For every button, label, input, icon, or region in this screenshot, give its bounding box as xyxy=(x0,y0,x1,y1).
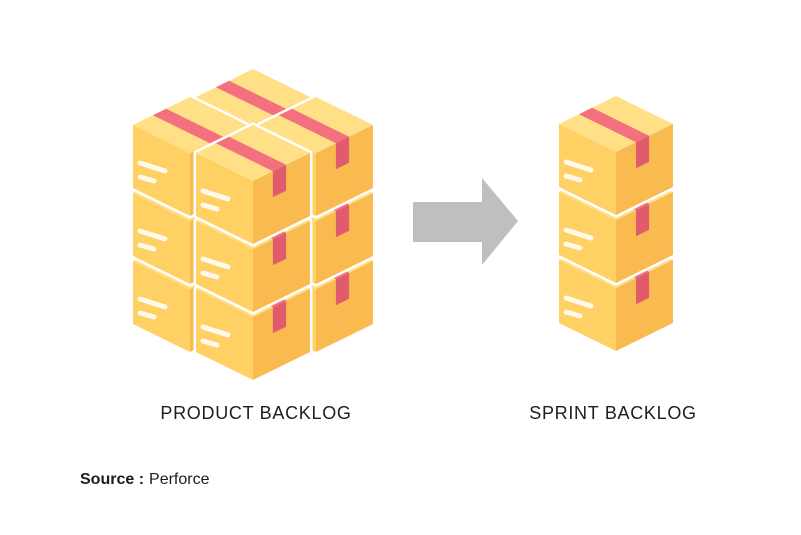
box-right-face xyxy=(253,221,310,312)
box-tape-top xyxy=(278,108,350,144)
product-backlog-stack xyxy=(130,66,376,383)
box-right-face xyxy=(316,125,373,216)
box-stacks-layer xyxy=(130,66,676,383)
box-marking-line xyxy=(563,295,594,309)
box-tape-side xyxy=(272,232,287,266)
box-tape-side xyxy=(335,136,350,170)
box-right-face xyxy=(253,289,310,380)
box-marking-line xyxy=(137,296,168,310)
box-tape-top xyxy=(215,136,287,172)
box-tape-side xyxy=(636,271,650,305)
box-marking-line xyxy=(200,256,231,270)
box-right-face xyxy=(316,261,373,352)
box-marking-line xyxy=(137,160,168,174)
box xyxy=(193,122,313,247)
box-marking-line xyxy=(200,202,220,212)
box-marking-line xyxy=(200,324,231,338)
box-marking-line xyxy=(200,270,220,280)
box-right-face xyxy=(616,192,673,283)
box-tape-top xyxy=(152,108,224,144)
box-right-face xyxy=(316,193,373,284)
box-tape-top xyxy=(215,80,287,116)
box-marking-line xyxy=(137,310,157,320)
product-backlog-label: PRODUCT BACKLOG xyxy=(160,403,352,423)
source-label: Source : xyxy=(80,471,145,488)
box-tape-top xyxy=(579,107,650,143)
box-marking-line xyxy=(563,309,583,319)
box-marking-line xyxy=(563,227,594,241)
box-marking-line xyxy=(137,174,157,184)
box-marking-line xyxy=(200,188,231,202)
box xyxy=(556,93,676,218)
box-tape-side xyxy=(272,300,287,334)
box-marking-line xyxy=(563,173,583,183)
flow-arrow-icon xyxy=(413,178,518,265)
box-tape-side xyxy=(335,204,350,238)
sprint-backlog-stack xyxy=(556,93,676,354)
box-marking-line xyxy=(563,159,594,173)
box-right-face xyxy=(616,124,673,215)
box-marking-line xyxy=(137,228,168,242)
box-right-face xyxy=(616,260,673,351)
box-marking-line xyxy=(137,242,157,252)
box-marking-line xyxy=(200,338,220,348)
box-right-face xyxy=(253,153,310,244)
box-tape-side xyxy=(636,135,650,169)
box-tape-side xyxy=(272,164,287,198)
box-tape-side xyxy=(335,272,350,306)
box-marking-line xyxy=(563,241,583,251)
source-value: Perforce xyxy=(149,471,210,488)
source-attribution: Source :Perforce xyxy=(80,471,209,489)
box-tape-side xyxy=(636,203,650,237)
sprint-backlog-label: SPRINT BACKLOG xyxy=(529,403,697,423)
